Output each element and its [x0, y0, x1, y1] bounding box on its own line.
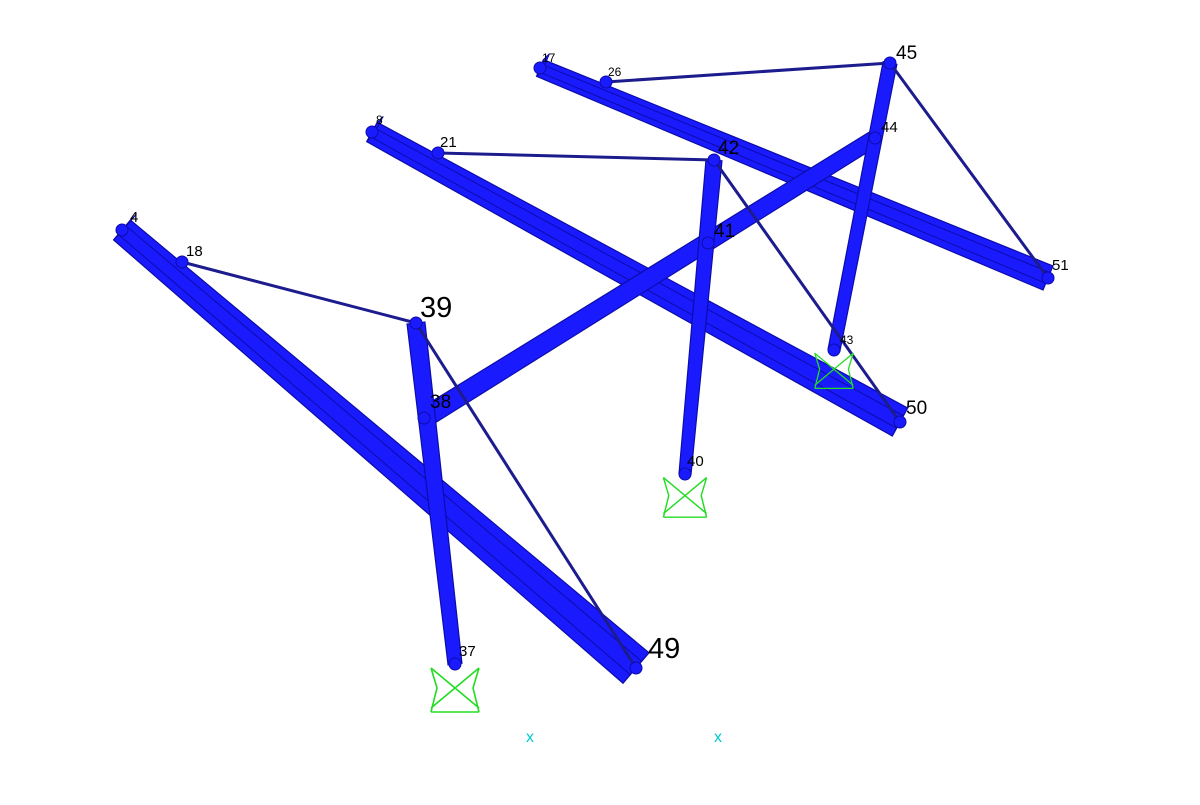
node-label-4: 4: [130, 209, 138, 226]
support-37-side-left: [430, 667, 438, 713]
node-label-18: 18: [186, 243, 203, 260]
node-42[interactable]: [707, 153, 721, 167]
support-40-side-right: [700, 477, 708, 518]
nodes-layer: [115, 56, 1055, 675]
node-43[interactable]: [827, 343, 841, 357]
node-label-50: 50: [906, 398, 927, 419]
node-18[interactable]: [175, 255, 189, 269]
support-43-icon[interactable]: [814, 352, 854, 390]
support-43-diagonal-b: [814, 352, 854, 386]
axis-glyph-2: x: [714, 729, 722, 746]
node-label-43: 43: [840, 333, 854, 347]
node-label-40: 40: [687, 453, 704, 470]
rafter-right-flange-line-1: [541, 63, 1051, 274]
node-40[interactable]: [678, 467, 692, 481]
rafter-left-flange-line-2: [117, 233, 631, 676]
support-37-diagonal-b: [430, 667, 480, 709]
axis-glyph-1: x: [526, 729, 534, 746]
node-50[interactable]: [893, 415, 907, 429]
cables-layer: [181, 61, 1050, 669]
node-label-44: 44: [881, 119, 898, 136]
rafter-left-body: [112, 219, 650, 685]
node-45[interactable]: [883, 56, 897, 70]
node-26[interactable]: [599, 75, 613, 89]
supports-layer: [430, 352, 854, 713]
support-43-side-left: [814, 353, 821, 389]
node-label-42: 42: [718, 138, 739, 159]
cable-21-42[interactable]: [437, 151, 715, 162]
node-label-45: 45: [896, 43, 917, 64]
node-label-51: 51: [1052, 257, 1069, 274]
support-43-side-right: [847, 353, 854, 389]
cable-42-50[interactable]: [712, 159, 902, 423]
cable-45-51[interactable]: [888, 62, 1050, 279]
rafter-right-flange-line-2: [538, 71, 1047, 284]
node-8[interactable]: [365, 125, 379, 139]
cable-18-39[interactable]: [181, 260, 417, 325]
node-label-39: 39: [420, 292, 452, 324]
node-label-37: 37: [459, 643, 476, 660]
node-label-26: 26: [608, 65, 622, 79]
rafter-left-flange-line-1: [125, 225, 643, 662]
node-38[interactable]: [417, 411, 431, 425]
node-label-38: 38: [430, 392, 451, 413]
support-40-icon[interactable]: [662, 477, 708, 518]
node-label-49: 49: [648, 633, 680, 665]
node-51[interactable]: [1041, 271, 1055, 285]
node-39[interactable]: [409, 316, 423, 330]
support-37-icon[interactable]: [430, 667, 480, 713]
node-label-17: 17: [542, 51, 556, 65]
node-49[interactable]: [629, 661, 643, 675]
rafter-middle-flange-line-1: [374, 127, 904, 417]
node-21[interactable]: [431, 146, 445, 160]
support-37-side-right: [472, 667, 480, 713]
support-40-side-left: [662, 477, 670, 518]
member-rafter-left[interactable]: [112, 213, 650, 685]
node-label-21: 21: [440, 134, 457, 151]
node-labels-layer: 4 18 39 38 37 49 8 21 42 41 40 50 17 26 45 44 43 51: [130, 43, 1069, 665]
support-40-diagonal-b: [662, 477, 708, 515]
node-label-41: 41: [714, 221, 735, 242]
node-41[interactable]: [701, 236, 715, 250]
node-label-8: 8: [376, 113, 383, 127]
node-17[interactable]: [533, 61, 547, 75]
node-4[interactable]: [115, 223, 129, 237]
node-37[interactable]: [448, 657, 462, 671]
cable-39-49[interactable]: [414, 322, 638, 669]
cable-26-45[interactable]: [605, 61, 891, 84]
members-layer: [112, 53, 1054, 685]
node-44[interactable]: [868, 131, 882, 145]
